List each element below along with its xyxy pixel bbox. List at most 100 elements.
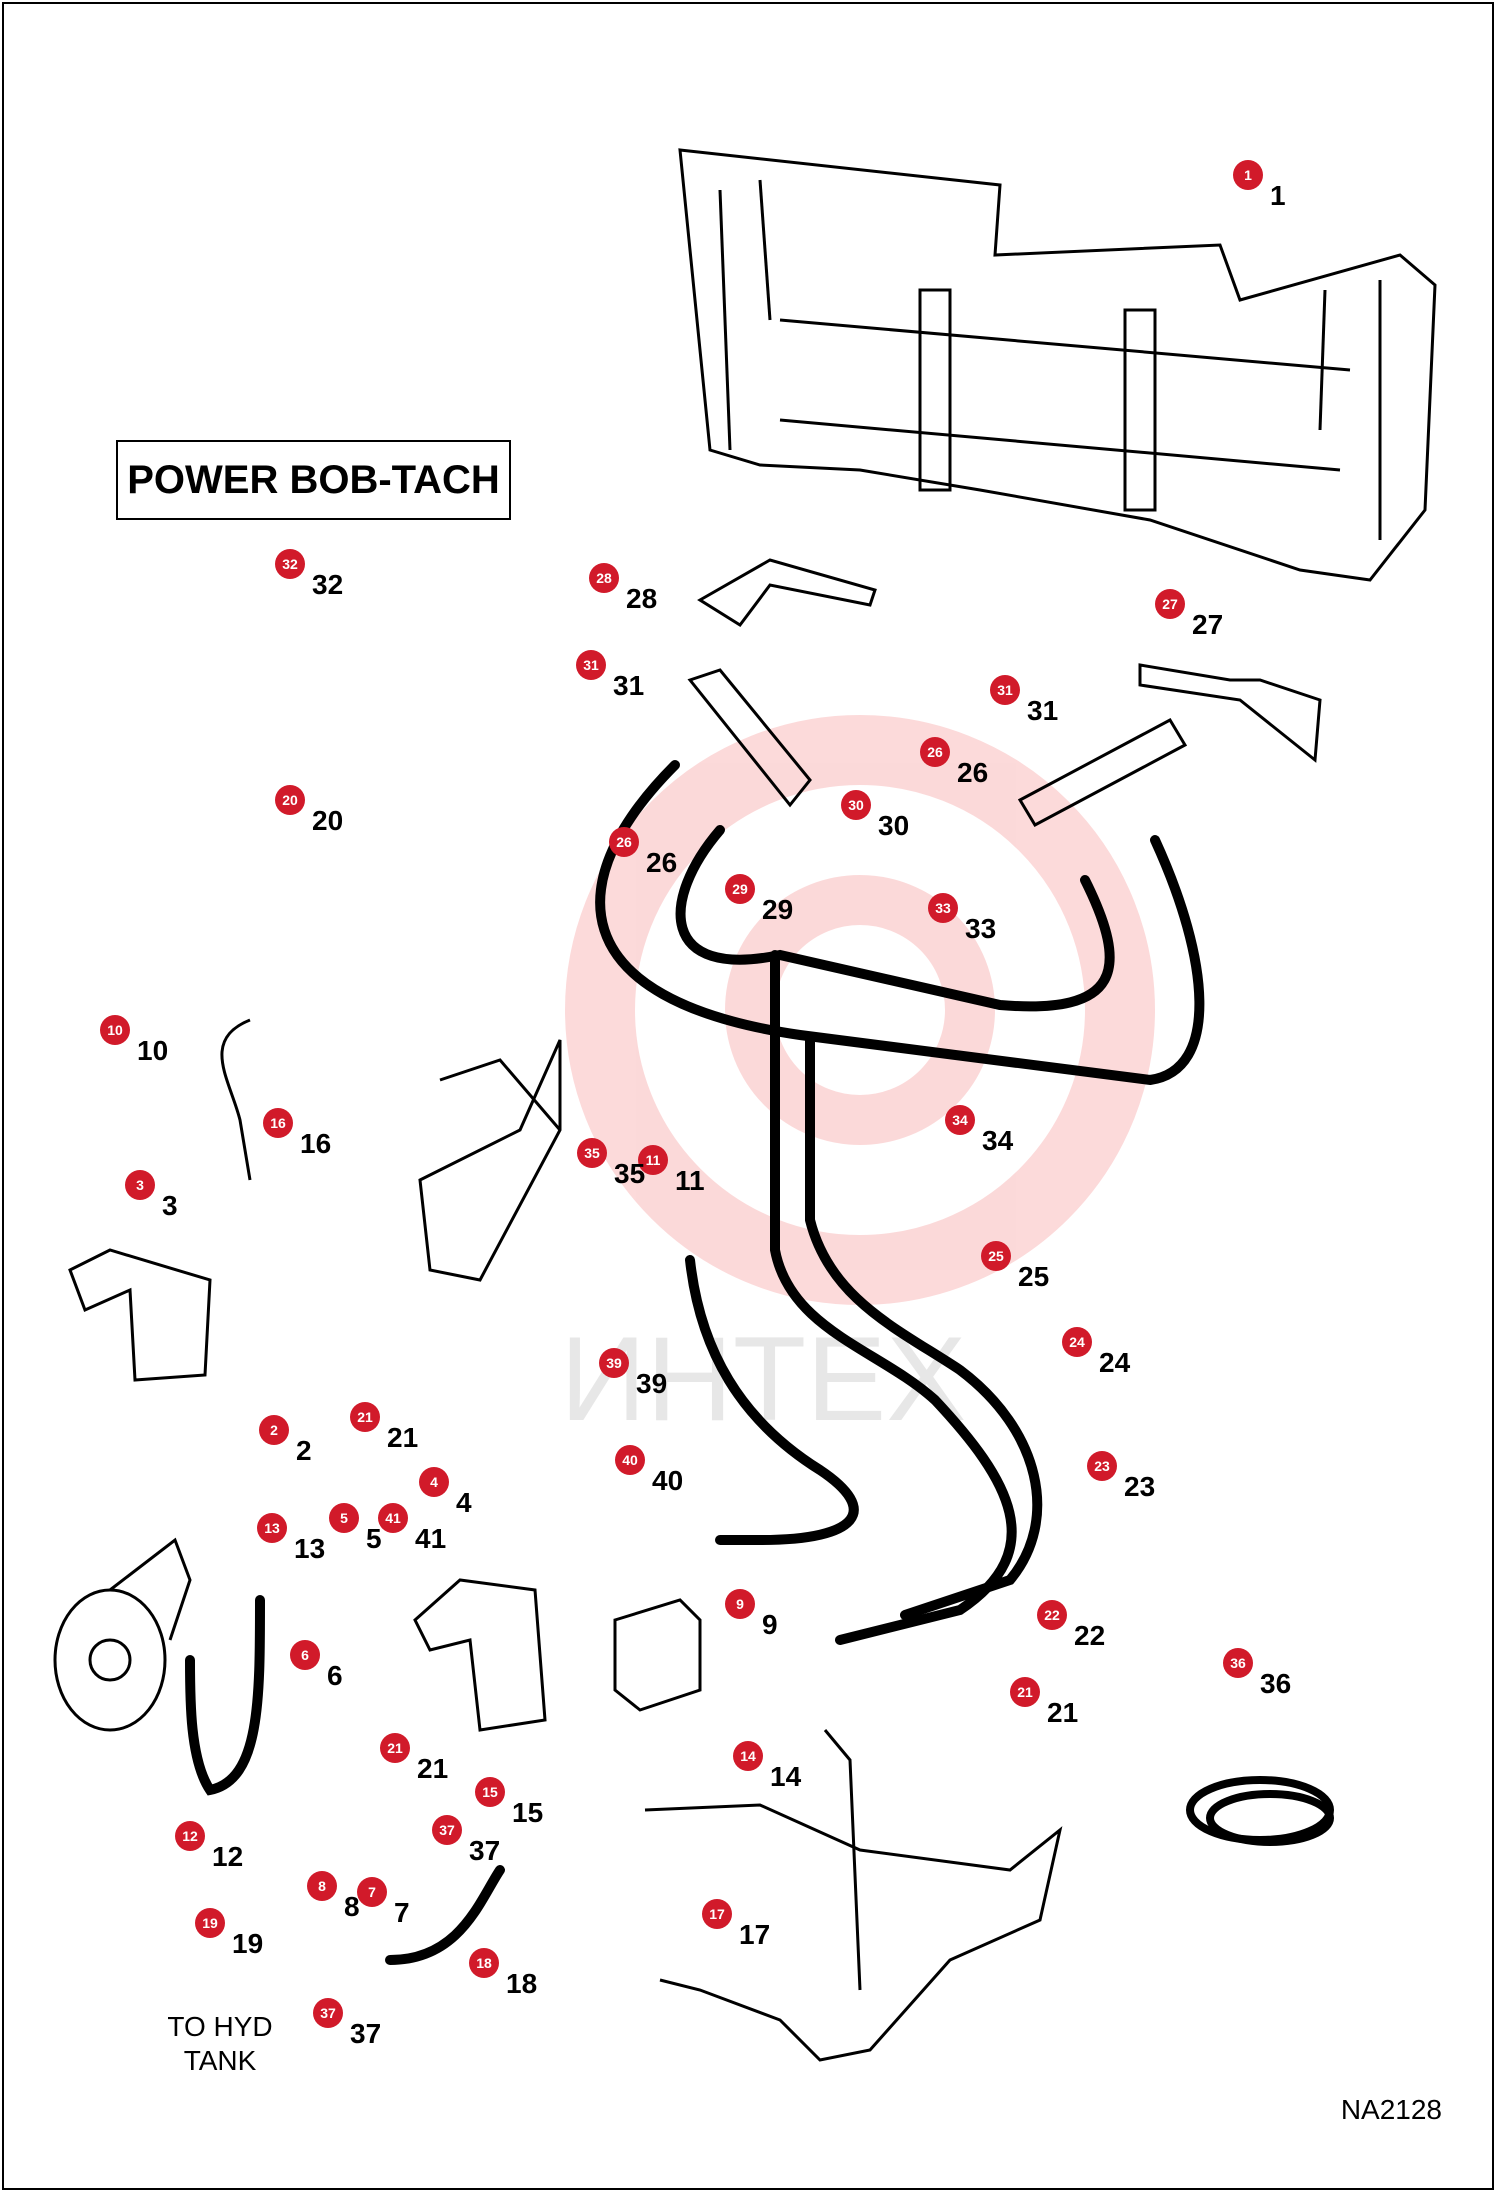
part-number-37: 37 (469, 1835, 500, 1866)
callout-badge-text-14: 14 (740, 1748, 756, 1764)
part-number-31: 31 (613, 670, 644, 701)
callout-badge-37 (432, 1815, 462, 1845)
callout-badge-30 (841, 790, 871, 820)
callout-badge-text-28: 28 (596, 570, 612, 586)
part-number-30: 30 (878, 810, 909, 841)
cylinder-31-left (687, 668, 812, 808)
part-number-40: 40 (652, 1465, 683, 1496)
callout-badge-15 (475, 1777, 505, 1807)
callout-badge-22 (1037, 1600, 1067, 1630)
callout-badge-text-30: 30 (848, 797, 864, 813)
callout-badge-text-15: 15 (482, 1784, 498, 1800)
part-number-31: 31 (1027, 695, 1058, 726)
control-valve (418, 1039, 562, 1282)
part-number-16: 16 (300, 1128, 331, 1159)
callout-badge-25 (981, 1241, 1011, 1271)
part-number-1: 1 (1270, 180, 1286, 211)
pump-hose-12 (185, 1595, 265, 1796)
callout-badge-21 (1010, 1677, 1040, 1707)
callout-badge-34 (945, 1105, 975, 1135)
callout-badge-35 (577, 1138, 607, 1168)
part-number-17: 17 (739, 1919, 770, 1950)
part-number-14: 14 (770, 1761, 802, 1792)
callout-badge-text-11: 11 (646, 1152, 661, 1168)
callout-badge-text-34: 34 (952, 1112, 968, 1128)
lever-27 (1138, 663, 1322, 763)
callout-badge-text-21: 21 (387, 1740, 403, 1756)
tank-label: TO HYD TANK (167, 2011, 273, 2076)
part-number-27: 27 (1192, 609, 1223, 640)
callout-badge-text-24: 24 (1069, 1334, 1085, 1350)
callout-badge-39 (599, 1348, 629, 1378)
part-number-12: 12 (212, 1841, 243, 1872)
part-number-37: 37 (350, 2018, 381, 2049)
callout-badge-text-23: 23 (1094, 1458, 1110, 1474)
bracket-41 (413, 1578, 547, 1732)
part-number-7: 7 (394, 1897, 410, 1928)
callout-badge-31 (990, 675, 1020, 705)
callout-badge-text-29: 29 (732, 881, 748, 897)
part-number-10: 10 (137, 1035, 168, 1066)
callout-badge-text-32: 32 (282, 556, 298, 572)
part-number-26: 26 (646, 847, 677, 878)
callout-badge-text-20: 20 (282, 792, 298, 808)
callout-badge-16 (263, 1108, 293, 1138)
callout-badge-text-8: 8 (318, 1878, 326, 1894)
callout-badge-text-36: 36 (1230, 1655, 1246, 1671)
chassis-section (644, 1729, 1063, 2062)
callout-badge-text-9: 9 (736, 1596, 744, 1612)
part-number-6: 6 (327, 1660, 343, 1691)
part-number-33: 33 (965, 913, 996, 944)
callout-badge-31 (576, 650, 606, 680)
callout-badge-text-31: 31 (583, 657, 599, 673)
callout-badge-text-16: 16 (270, 1115, 286, 1131)
callout-badge-text-13: 13 (264, 1520, 280, 1536)
callout-badge-text-17: 17 (709, 1906, 725, 1922)
cylinder-31-right (1017, 718, 1188, 827)
hose-coil-36 (1186, 1776, 1334, 1846)
callout-badge-9 (725, 1589, 755, 1619)
callout-badge-32 (275, 549, 305, 579)
callout-badge-37 (313, 1998, 343, 2028)
return-hose-18 (385, 1865, 505, 1965)
lever-28 (697, 558, 877, 628)
callout-badge-26 (609, 827, 639, 857)
diverter-valve (613, 1598, 702, 1712)
callout-badge-12 (175, 1821, 205, 1851)
part-number-2: 2 (296, 1435, 312, 1466)
callout-badge-text-3: 3 (136, 1177, 144, 1193)
callout-badge-11 (638, 1145, 668, 1175)
watermark-gear (565, 715, 1155, 1305)
callout-badge-29 (725, 874, 755, 904)
callout-badge-text-27: 27 (1162, 596, 1178, 612)
callout-badge-text-5: 5 (340, 1510, 348, 1526)
part-number-4: 4 (456, 1487, 472, 1518)
part-number-9: 9 (762, 1609, 778, 1640)
callout-badge-text-22: 22 (1044, 1607, 1060, 1623)
callout-badge-17 (702, 1899, 732, 1929)
part-number-23: 23 (1124, 1471, 1155, 1502)
part-number-22: 22 (1074, 1620, 1105, 1651)
part-number-11: 11 (675, 1165, 705, 1196)
part-number-21: 21 (387, 1422, 418, 1453)
callout-badge-28 (589, 563, 619, 593)
callout-badge-text-6: 6 (301, 1647, 309, 1663)
part-number-36: 36 (1260, 1668, 1291, 1699)
callout-badge-text-10: 10 (107, 1022, 123, 1038)
callout-badge-text-26: 26 (927, 744, 943, 760)
callout-layer: 1122334455667788991010111112121313141415… (100, 160, 1291, 2049)
callout-badge-1 (1233, 160, 1263, 190)
hydraulic-pump (53, 1537, 192, 1732)
callout-badge-21 (350, 1402, 380, 1432)
callout-badge-text-18: 18 (476, 1955, 492, 1971)
callout-badge-36 (1223, 1648, 1253, 1678)
callout-badge-text-1: 1 (1244, 167, 1252, 183)
part-number-34: 34 (982, 1125, 1014, 1156)
callout-badge-10 (100, 1015, 130, 1045)
callout-badge-2 (259, 1415, 289, 1445)
callout-badge-19 (195, 1908, 225, 1938)
part-number-41: 41 (415, 1523, 446, 1554)
part-number-39: 39 (636, 1368, 667, 1399)
